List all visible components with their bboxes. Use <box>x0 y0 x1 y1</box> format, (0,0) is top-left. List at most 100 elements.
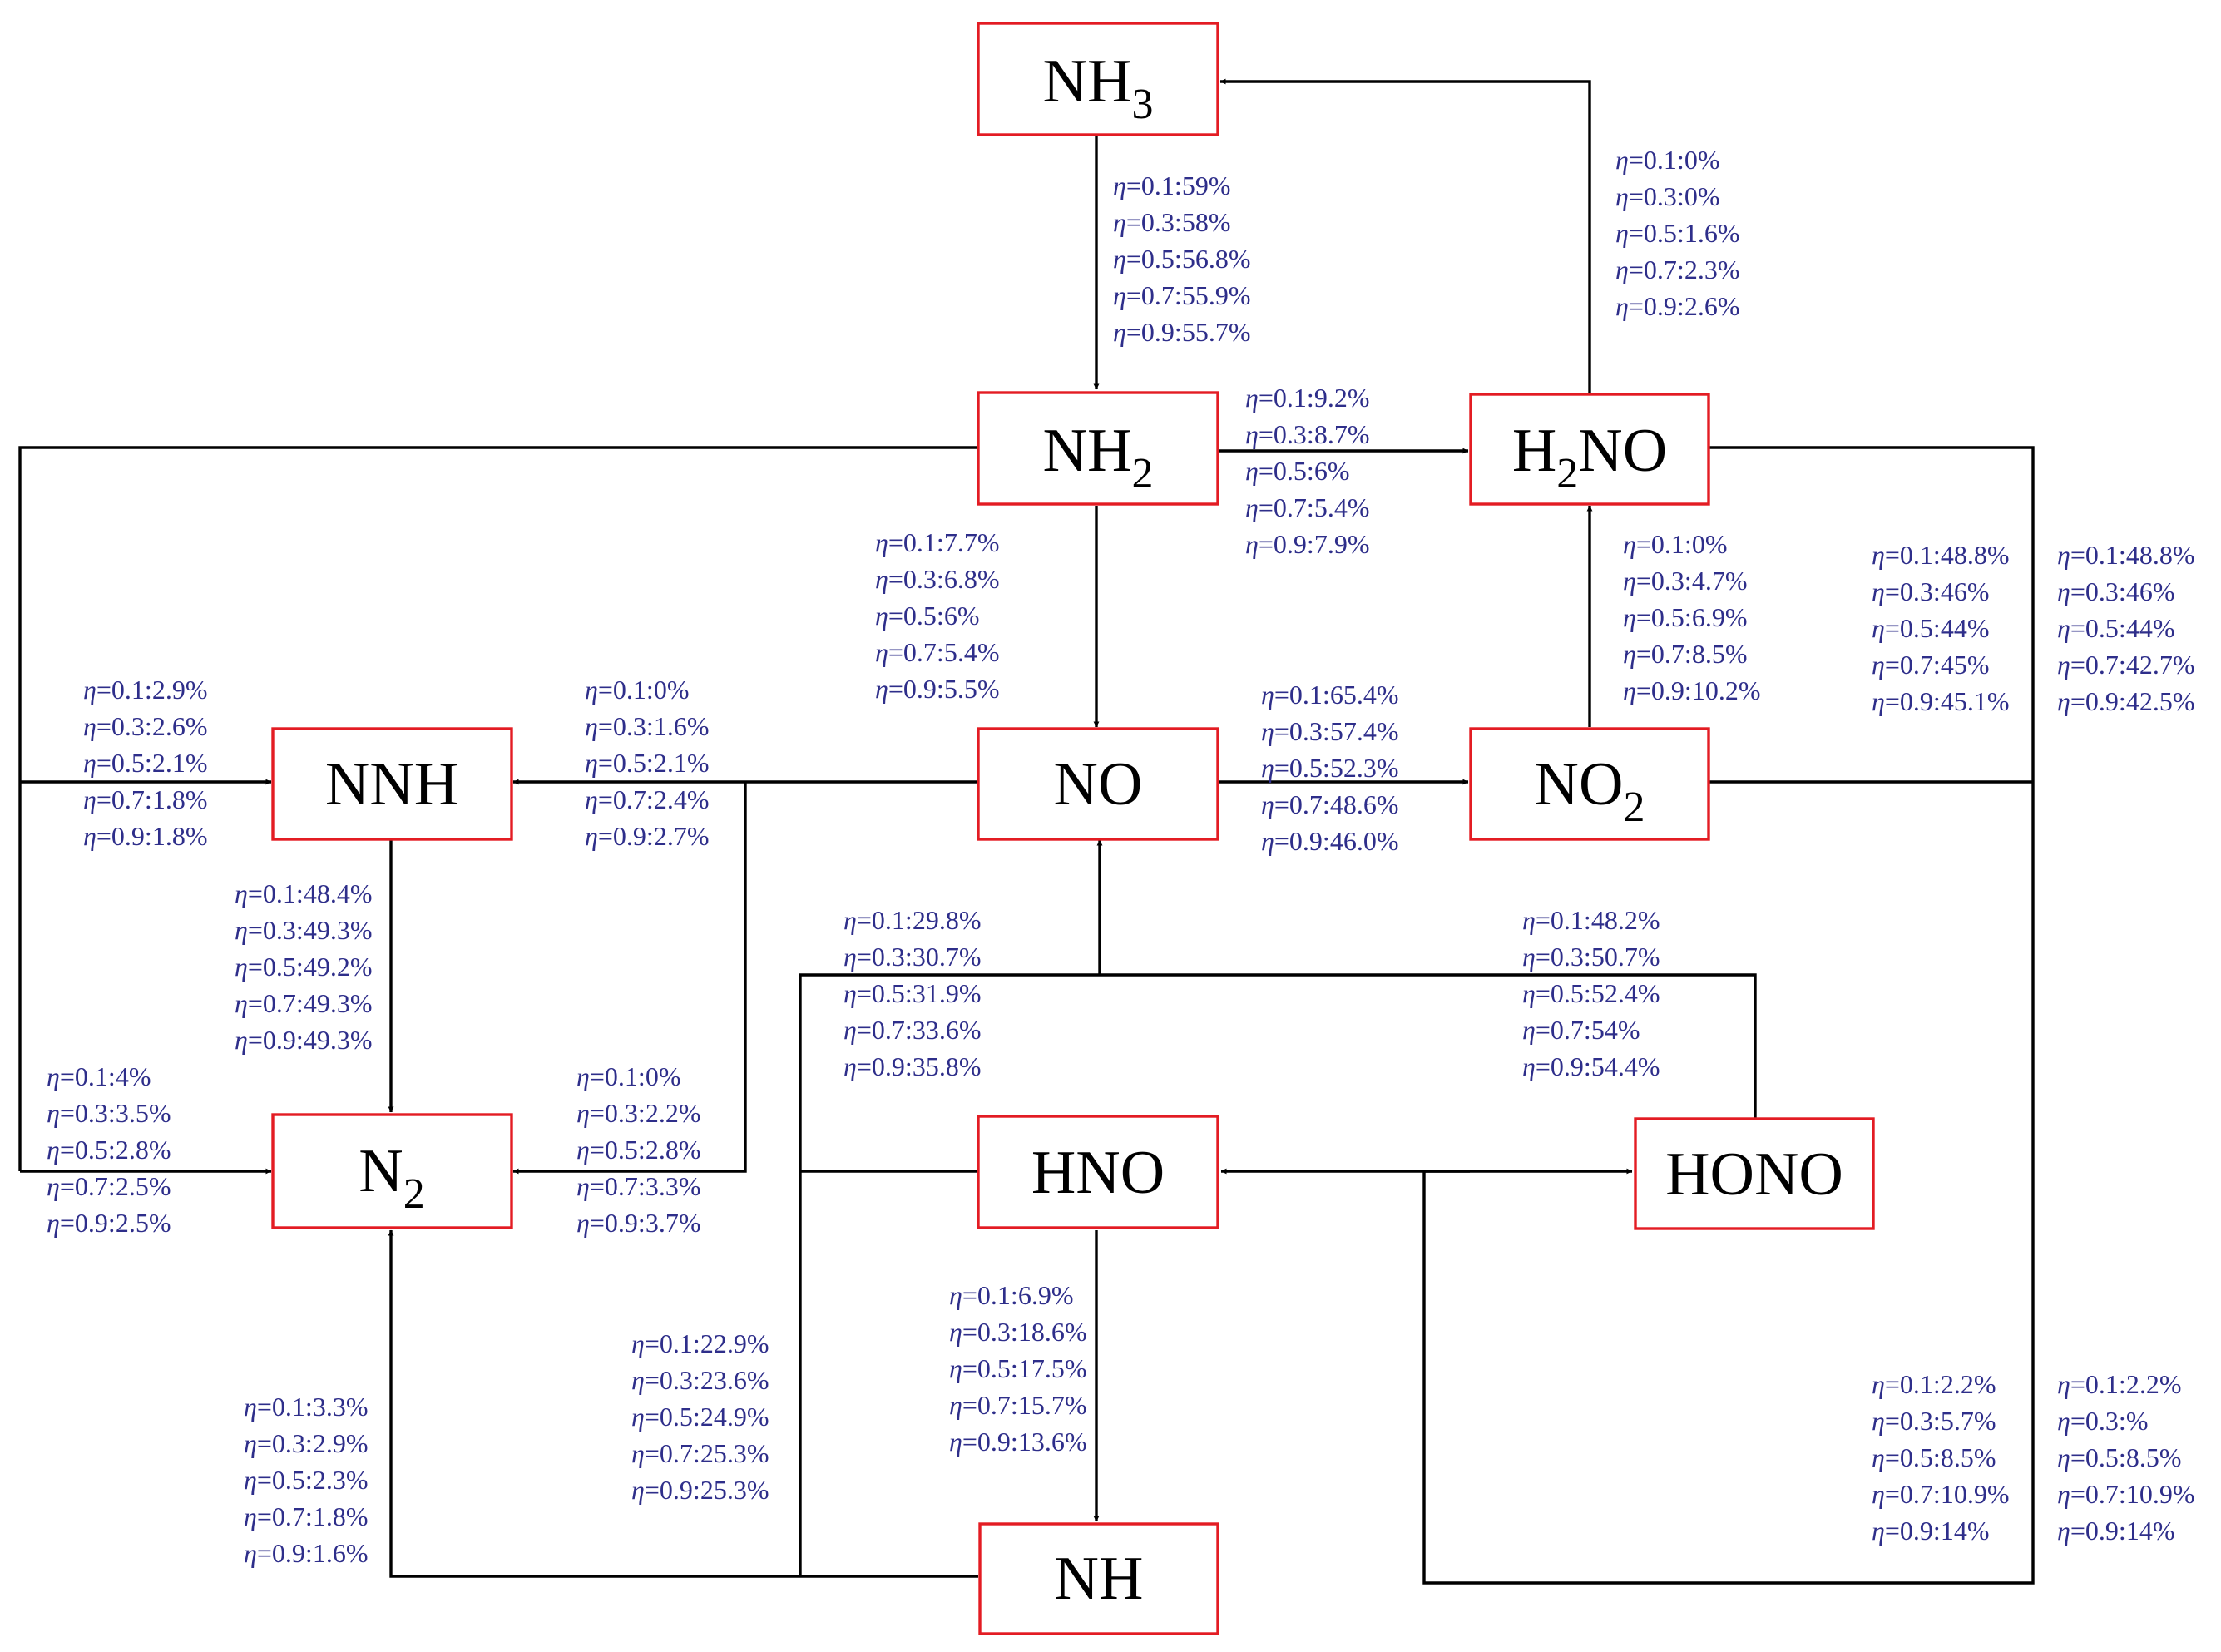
ratio-value: =0.1:48.2% <box>1536 905 1660 935</box>
ratio-line: η=0.1:3.3% <box>244 1392 368 1422</box>
node-n2-label: N2 <box>359 1137 424 1218</box>
eta-symbol: η <box>1113 280 1126 310</box>
eta-symbol: η <box>1261 826 1274 856</box>
ratio-value: =0.3:3.5% <box>60 1098 171 1128</box>
ratio-value: =0.3:% <box>2070 1406 2149 1436</box>
ratio-line: η=0.7:49.3% <box>235 988 372 1018</box>
label-nh2-nnh: η=0.1:2.9%η=0.3:2.6%η=0.5:2.1%η=0.7:1.8%… <box>83 675 207 851</box>
ratio-line: η=0.1:6.9% <box>949 1280 1073 1310</box>
ratio-value: =0.3:2.9% <box>257 1428 369 1458</box>
ratio-value: =0.3:30.7% <box>857 942 982 972</box>
eta-symbol: η <box>244 1501 257 1531</box>
ratio-line: η=0.3:46% <box>2057 576 2174 606</box>
ratio-line: η=0.3:2.9% <box>244 1428 368 1458</box>
eta-symbol: η <box>1245 492 1259 522</box>
eta-symbol: η <box>2057 576 2070 606</box>
label-nh3-nh2: η=0.1:59%η=0.3:58%η=0.5:56.8%η=0.7:55.9%… <box>1113 171 1250 347</box>
ratio-value: =0.9:13.6% <box>962 1427 1087 1457</box>
ratio-value: =0.7:48.6% <box>1274 789 1399 819</box>
eta-symbol: η <box>576 1135 590 1165</box>
eta-symbol: η <box>576 1208 590 1238</box>
eta-symbol: η <box>83 675 96 705</box>
eta-symbol: η <box>235 878 248 908</box>
ratio-line: η=0.5:24.9% <box>631 1402 769 1432</box>
ratio-value: =0.1:7.7% <box>888 527 1000 557</box>
label-nh2-no: η=0.1:7.7%η=0.3:6.8%η=0.5:6%η=0.7:5.4%η=… <box>875 527 999 704</box>
ratio-value: =0.7:2.3% <box>1629 255 1740 284</box>
eta-symbol: η <box>631 1402 645 1432</box>
ratio-line: η=0.9:45.1% <box>1872 686 2009 716</box>
eta-symbol: η <box>1245 456 1259 486</box>
ratio-value: =0.3:0% <box>1629 181 1720 211</box>
ratio-line: η=0.9:7.9% <box>1245 529 1369 559</box>
eta-symbol: η <box>1261 716 1274 746</box>
ratio-line: η=0.5:8.5% <box>2057 1442 2181 1472</box>
ratio-value: =0.1:65.4% <box>1274 680 1399 710</box>
ratio-line: η=0.5:2.8% <box>576 1135 700 1165</box>
arrow-nh-n2 <box>388 1229 978 1578</box>
eta-symbol: η <box>1872 1369 1885 1399</box>
ratio-line: η=0.5:2.1% <box>83 748 207 778</box>
ratio-value: =0.3:5.7% <box>1885 1406 1996 1436</box>
eta-symbol: η <box>1615 181 1629 211</box>
ratio-line: η=0.9:35.8% <box>843 1051 981 1081</box>
ratio-line: η=0.3:58% <box>1113 207 1230 237</box>
ratio-line: η=0.1:0% <box>576 1061 680 1091</box>
ratio-value: =0.7:5.4% <box>888 637 1000 667</box>
ratio-line: η=0.7:45% <box>1872 650 1989 680</box>
eta-symbol: η <box>1245 419 1259 449</box>
ratio-line: η=0.7:42.7% <box>2057 650 2194 680</box>
ratio-value: =0.5:24.9% <box>645 1402 769 1432</box>
eta-symbol: η <box>1261 680 1274 710</box>
ratio-value: =0.5:8.5% <box>1885 1442 1996 1472</box>
ratio-value: =0.1:48.8% <box>2070 540 2195 570</box>
ratio-line: η=0.3:23.6% <box>631 1365 769 1395</box>
eta-symbol: η <box>631 1328 645 1358</box>
ratio-value: =0.9:49.3% <box>248 1025 373 1055</box>
ratio-line: η=0.3:6.8% <box>875 564 999 594</box>
ratio-value: =0.1:48.8% <box>1885 540 2010 570</box>
ratio-line: η=0.3:57.4% <box>1261 716 1398 746</box>
node-hno-label: HNO <box>1031 1139 1165 1207</box>
ratio-line: η=0.3:% <box>2057 1406 2148 1436</box>
ratio-line: η=0.9:3.7% <box>576 1208 700 1238</box>
eta-symbol: η <box>631 1438 645 1468</box>
eta-symbol: η <box>631 1475 645 1505</box>
ratio-value: =0.1:48.4% <box>248 878 373 908</box>
node-n2: N2 <box>271 1113 513 1229</box>
ratio-line: η=0.1:0% <box>1623 529 1727 559</box>
ratio-line: η=0.1:59% <box>1113 171 1230 200</box>
ratio-value: =0.5:1.6% <box>1629 218 1740 248</box>
wire-h2no-right-rail <box>1422 446 2035 1585</box>
ratio-value: =0.5:2.1% <box>96 748 208 778</box>
ratio-value: =0.5:31.9% <box>857 978 982 1008</box>
node-hono: HONO <box>1634 1117 1875 1230</box>
eta-symbol: η <box>235 952 248 982</box>
ratio-value: =0.3:4.7% <box>1636 566 1748 596</box>
ratio-line: η=0.9:14% <box>1872 1516 1989 1546</box>
label-no-nnh: η=0.1:0%η=0.3:1.6%η=0.5:2.1%η=0.7:2.4%η=… <box>585 675 709 851</box>
eta-symbol: η <box>1113 244 1126 274</box>
eta-symbol: η <box>1522 978 1536 1008</box>
eta-symbol: η <box>2057 540 2070 570</box>
eta-symbol: η <box>244 1465 257 1495</box>
ratio-line: η=0.1:4% <box>47 1061 151 1091</box>
ratio-value: =0.3:49.3% <box>248 915 373 945</box>
eta-symbol: η <box>47 1171 60 1201</box>
eta-symbol: η <box>1615 218 1629 248</box>
eta-symbol: η <box>1113 171 1126 200</box>
ratio-line: η=0.7:33.6% <box>843 1015 981 1045</box>
ratio-value: =0.5:52.3% <box>1274 753 1399 783</box>
ratio-value: =0.9:2.7% <box>598 821 710 851</box>
eta-symbol: η <box>47 1061 60 1091</box>
ratio-line: η=0.5:1.6% <box>1615 218 1739 248</box>
ratio-value: =0.7:2.4% <box>598 784 710 814</box>
ratio-value: =0.3:6.8% <box>888 564 1000 594</box>
ratio-line: η=0.9:2.7% <box>585 821 709 851</box>
label-nnh-n2: η=0.1:48.4%η=0.3:49.3%η=0.5:49.2%η=0.7:4… <box>235 878 372 1055</box>
ratio-value: =0.7:10.9% <box>1885 1479 2010 1509</box>
ratio-line: η=0.5:6.9% <box>1623 602 1747 632</box>
ratio-value: =0.1:2.2% <box>1885 1369 1996 1399</box>
ratio-line: η=0.1:7.7% <box>875 527 999 557</box>
ratio-value: =0.3:2.2% <box>590 1098 701 1128</box>
